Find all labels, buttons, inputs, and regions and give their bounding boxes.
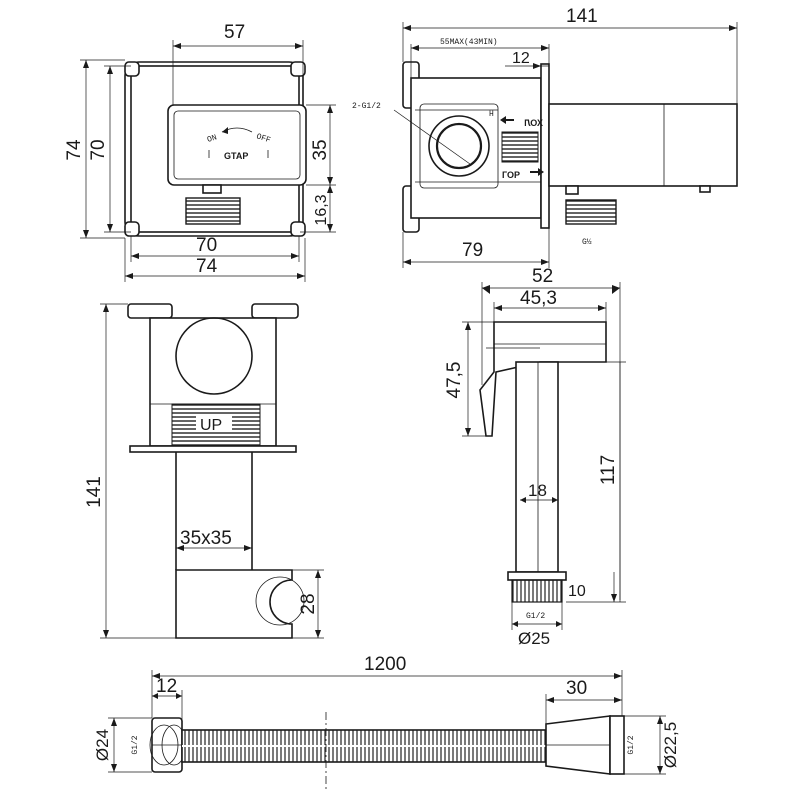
label-sprayer-thread: G1/2 [526, 612, 545, 621]
dim-30-hose: 30 [566, 678, 587, 699]
label-hose-thread-left: G1/2 [131, 735, 140, 754]
dim-diameter-22-5: Ø22,5 [661, 722, 680, 768]
dim-117: 117 [598, 455, 619, 485]
dim-57: 57 [224, 22, 245, 43]
label-brand: GTAP [224, 151, 248, 161]
dim-141-bottom: 141 [84, 476, 105, 508]
dim-45-3: 45,3 [520, 288, 557, 309]
dim-141-side: 141 [566, 6, 598, 27]
dim-28: 28 [298, 593, 319, 614]
sprayer-nut [511, 579, 563, 603]
dim-12-side: 12 [512, 50, 530, 67]
dim-79: 79 [462, 240, 483, 261]
label-hose-thread-right: G1/2 [627, 735, 636, 754]
label-2-g1-2: 2-G1/2 [352, 102, 381, 111]
dim-74-left: 74 [64, 139, 85, 161]
label-up: UP [200, 417, 222, 434]
dim-10: 10 [568, 583, 586, 600]
side-port [428, 115, 490, 177]
label-hot: ГОР [502, 170, 520, 180]
dim-12-hose: 12 [156, 676, 177, 697]
dim-35-right: 35 [310, 139, 331, 160]
label-cold: ХОЛ [524, 118, 543, 128]
dim-74-bottom: 74 [196, 256, 218, 277]
side-handle [548, 103, 738, 187]
front-view: ON OFF GTAP [80, 40, 336, 282]
sprayer-handle [515, 361, 559, 573]
dim-70-left: 70 [88, 139, 109, 160]
side-view: ХОЛ ГОР H [393, 22, 738, 268]
label-h: H [489, 110, 494, 119]
hose-view [108, 670, 666, 790]
note-depth: 55MAX(43MIN) [440, 38, 498, 47]
label-outlet-thread: G½ [582, 238, 592, 247]
dim-70-bottom: 70 [196, 235, 217, 256]
dim-35x35: 35x35 [180, 528, 232, 549]
label-off: OFF [255, 132, 272, 145]
dim-47-5: 47,5 [444, 362, 465, 399]
bottom-view: UP [100, 303, 324, 639]
valve-head [167, 104, 307, 186]
dim-52: 52 [532, 266, 553, 287]
bottom-port [175, 317, 253, 395]
dim-1200: 1200 [364, 654, 406, 675]
dim-diameter-24: Ø24 [93, 729, 112, 761]
dim-diameter-25: Ø25 [518, 629, 550, 648]
front-thread [185, 197, 241, 225]
bottom-holder [175, 569, 293, 639]
dim-18: 18 [528, 481, 547, 500]
dim-16-3-right: 16,3 [313, 194, 330, 225]
sprayer-head [479, 321, 607, 437]
sprayer-view [462, 282, 626, 630]
label-on: ON [206, 133, 218, 145]
side-thread [565, 199, 617, 225]
